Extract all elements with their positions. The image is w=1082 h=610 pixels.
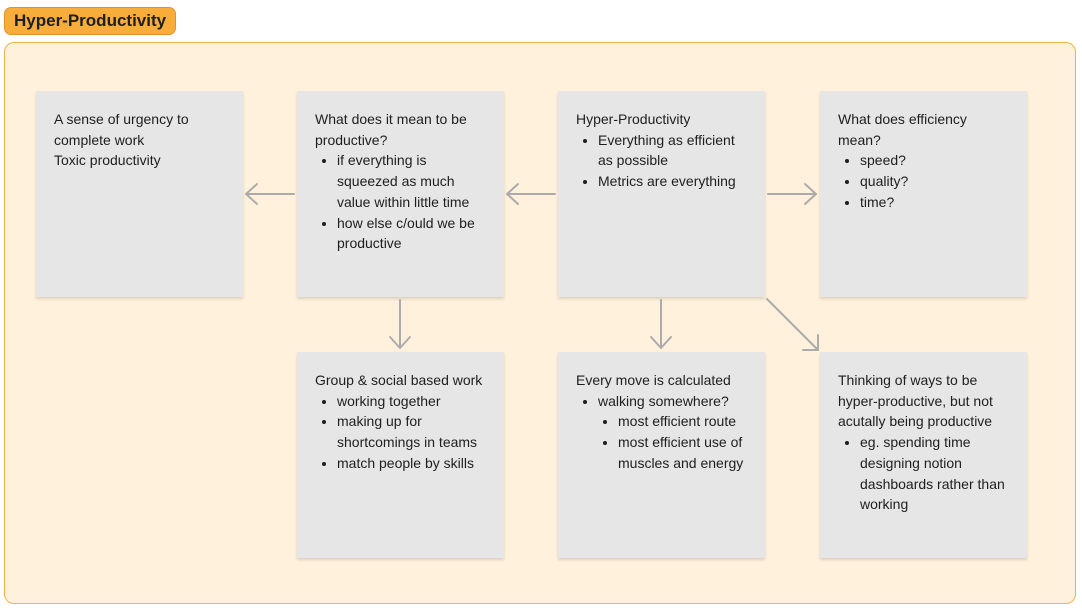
note-bullet: how else c/ould we be productive	[337, 213, 490, 254]
note-line: Toxic productivity	[54, 152, 161, 169]
note-sub-bullets: most efficient route most efficient use …	[598, 411, 751, 473]
note-bullet: match people by skills	[337, 453, 490, 474]
note-sub-bullet: most efficient use of muscles and energy	[618, 432, 751, 473]
note-bullet: working together	[337, 391, 490, 412]
note-bullets: Everything as efficient as possible Metr…	[576, 130, 751, 192]
sticky-note-every-move[interactable]: Every move is calculated walking somewhe…	[558, 352, 765, 558]
note-title: What does efficiency mean?	[838, 111, 967, 148]
sticky-note-group-work[interactable]: Group & social based work working togeth…	[297, 352, 504, 558]
sticky-note-urgency[interactable]: A sense of urgency to complete work Toxi…	[36, 91, 243, 297]
note-bullets: working together making up for shortcomi…	[315, 391, 490, 474]
note-line: A sense of urgency to	[54, 111, 189, 127]
note-bullets: if everything is squeezed as much value …	[315, 150, 490, 254]
note-line: complete work	[54, 131, 145, 148]
sticky-note-productive[interactable]: What does it mean to be productive? if e…	[297, 91, 504, 297]
note-bullet: Metrics are everything	[598, 171, 751, 192]
note-bullet: walking somewhere? most efficient route …	[598, 391, 751, 474]
note-bullets: walking somewhere? most efficient route …	[576, 391, 751, 474]
frame-title[interactable]: Hyper-Productivity	[4, 7, 177, 35]
note-bullets: eg. spending time designing notion dashb…	[838, 432, 1013, 515]
note-bullets: speed? quality? time?	[838, 150, 1013, 212]
sticky-note-hyper-productivity[interactable]: Hyper-Productivity Everything as efficie…	[558, 91, 765, 297]
sticky-note-efficiency[interactable]: What does efficiency mean? speed? qualit…	[820, 91, 1027, 297]
note-bullet: time?	[860, 192, 1013, 213]
note-bullet: speed?	[860, 150, 1013, 171]
note-bullet-text: walking somewhere?	[598, 392, 729, 409]
note-bullet: quality?	[860, 171, 1013, 192]
note-title: Every move is calculated	[576, 372, 731, 388]
note-bullet: Everything as efficient as possible	[598, 130, 751, 171]
note-title: Hyper-Productivity	[576, 111, 691, 127]
note-title: What does it mean to be productive?	[315, 111, 467, 148]
note-bullet: if everything is squeezed as much value …	[337, 150, 490, 212]
note-sub-bullet: most efficient route	[618, 411, 751, 432]
note-title: Thinking of ways to be hyper-productive,…	[838, 372, 993, 430]
note-title: Group & social based work	[315, 372, 483, 388]
note-bullet: making up for shortcomings in teams	[337, 411, 490, 452]
sticky-note-thinking[interactable]: Thinking of ways to be hyper-productive,…	[820, 352, 1027, 558]
note-bullet: eg. spending time designing notion dashb…	[860, 432, 1013, 515]
